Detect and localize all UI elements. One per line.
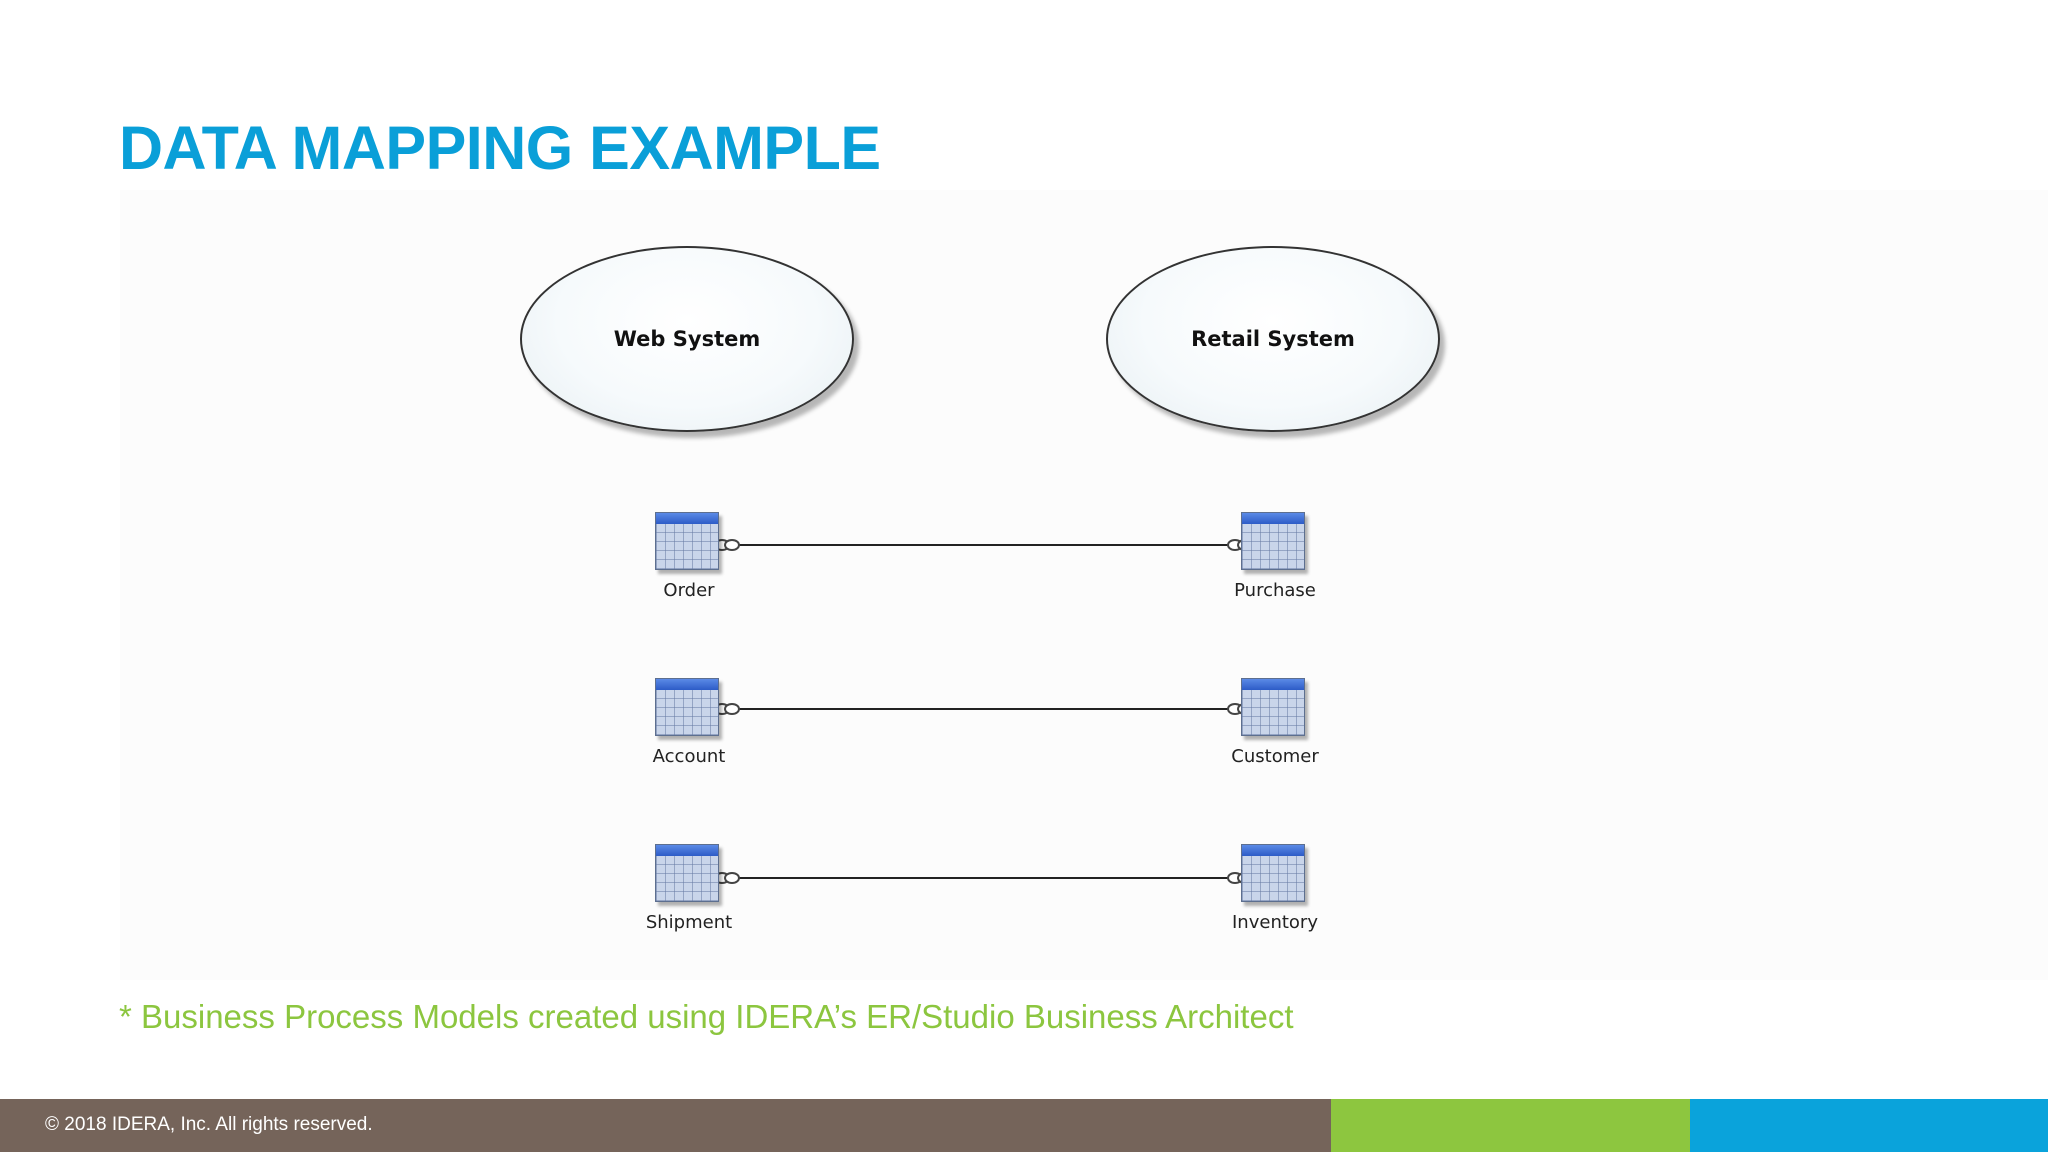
connector-account-customer[interactable] — [714, 703, 1253, 715]
retail-system-node[interactable]: Retail System — [1106, 246, 1440, 432]
entity-purchase[interactable]: Purchase — [1205, 512, 1345, 612]
entity-label: Order — [663, 580, 715, 601]
diagram-canvas — [120, 190, 2048, 980]
entity-label: Shipment — [645, 912, 733, 933]
entity-shipment[interactable]: Shipment — [619, 844, 759, 944]
connector-order-purchase[interactable] — [714, 539, 1253, 551]
retail-system-label: Retail System — [1191, 327, 1355, 351]
entity-label: Inventory — [1232, 912, 1318, 933]
table-icon — [655, 678, 719, 736]
entity-label: Account — [652, 746, 726, 767]
entity-label: Purchase — [1234, 580, 1316, 601]
entity-label: Customer — [1231, 746, 1319, 767]
entity-order[interactable]: Order — [619, 512, 759, 612]
web-system-node[interactable]: Web System — [520, 246, 854, 432]
table-icon — [1241, 512, 1305, 570]
table-icon — [1241, 844, 1305, 902]
footer-bar: © 2018 IDERA, Inc. All rights reserved. — [0, 1099, 2048, 1152]
table-icon — [655, 512, 719, 570]
web-system-label: Web System — [613, 327, 761, 351]
footer-blue-segment — [1690, 1099, 2048, 1152]
footer-green-segment — [1331, 1099, 1690, 1152]
entity-customer[interactable]: Customer — [1205, 678, 1345, 778]
entity-account[interactable]: Account — [619, 678, 759, 778]
table-icon — [1241, 678, 1305, 736]
slide-title: DATA MAPPING EXAMPLE — [119, 114, 881, 182]
entity-inventory[interactable]: Inventory — [1205, 844, 1345, 944]
connector-shipment-inventory[interactable] — [714, 872, 1253, 884]
footer-brown-segment: © 2018 IDERA, Inc. All rights reserved. — [0, 1099, 1331, 1152]
copyright-text: © 2018 IDERA, Inc. All rights reserved. — [45, 1114, 373, 1135]
footnote: * Business Process Models created using … — [119, 998, 1294, 1035]
table-icon — [655, 844, 719, 902]
